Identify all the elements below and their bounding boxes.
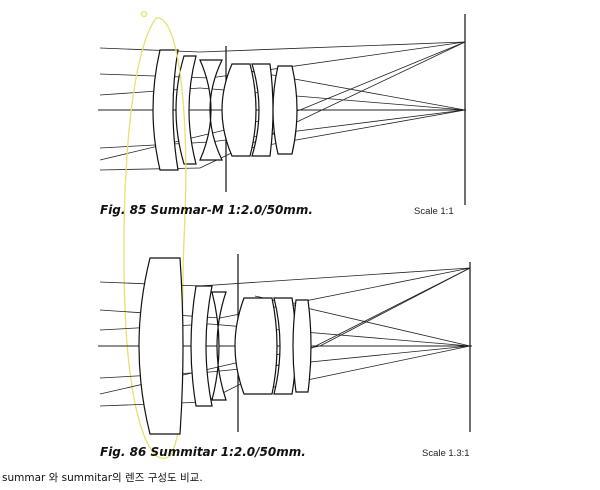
highlight-dot xyxy=(140,10,148,18)
figure-86-summitar: Fig. 86 Summitar 1:2.0/50mm. Scale 1.3:1 xyxy=(98,254,472,459)
ray xyxy=(199,41,466,53)
lens-element-1 xyxy=(152,49,179,171)
lens-element-2 xyxy=(190,285,213,407)
lens-elements xyxy=(138,257,312,435)
lens-element-1 xyxy=(138,257,184,435)
ray xyxy=(319,267,471,347)
lens-element-4 xyxy=(234,297,278,395)
ray xyxy=(99,47,201,53)
lens-element-6 xyxy=(292,299,312,393)
figure-85-summar-m: Fig. 85 Summar-M 1:2.0/50mm. Scale 1:1 xyxy=(98,10,466,459)
ray xyxy=(199,267,471,287)
highlight-outline xyxy=(123,17,187,459)
lens-element-6 xyxy=(272,65,298,155)
ray xyxy=(99,167,201,171)
lens-element-3 xyxy=(211,291,227,401)
figure-caption: Fig. 86 Summitar 1:2.0/50mm. xyxy=(100,445,306,459)
ray xyxy=(299,41,466,111)
lens-element-3 xyxy=(199,59,223,161)
lens-element-5 xyxy=(251,63,274,157)
lens-elements xyxy=(152,49,298,171)
scale-label: Scale 1.3:1 xyxy=(422,448,470,459)
highlight-marker xyxy=(123,10,187,459)
scale-label: Scale 1:1 xyxy=(414,206,454,217)
footer-caption: summar 와 summitar의 렌즈 구성도 비교. xyxy=(2,472,203,484)
figure-caption: Fig. 85 Summar-M 1:2.0/50mm. xyxy=(100,203,313,217)
lens-element-4 xyxy=(221,63,257,157)
